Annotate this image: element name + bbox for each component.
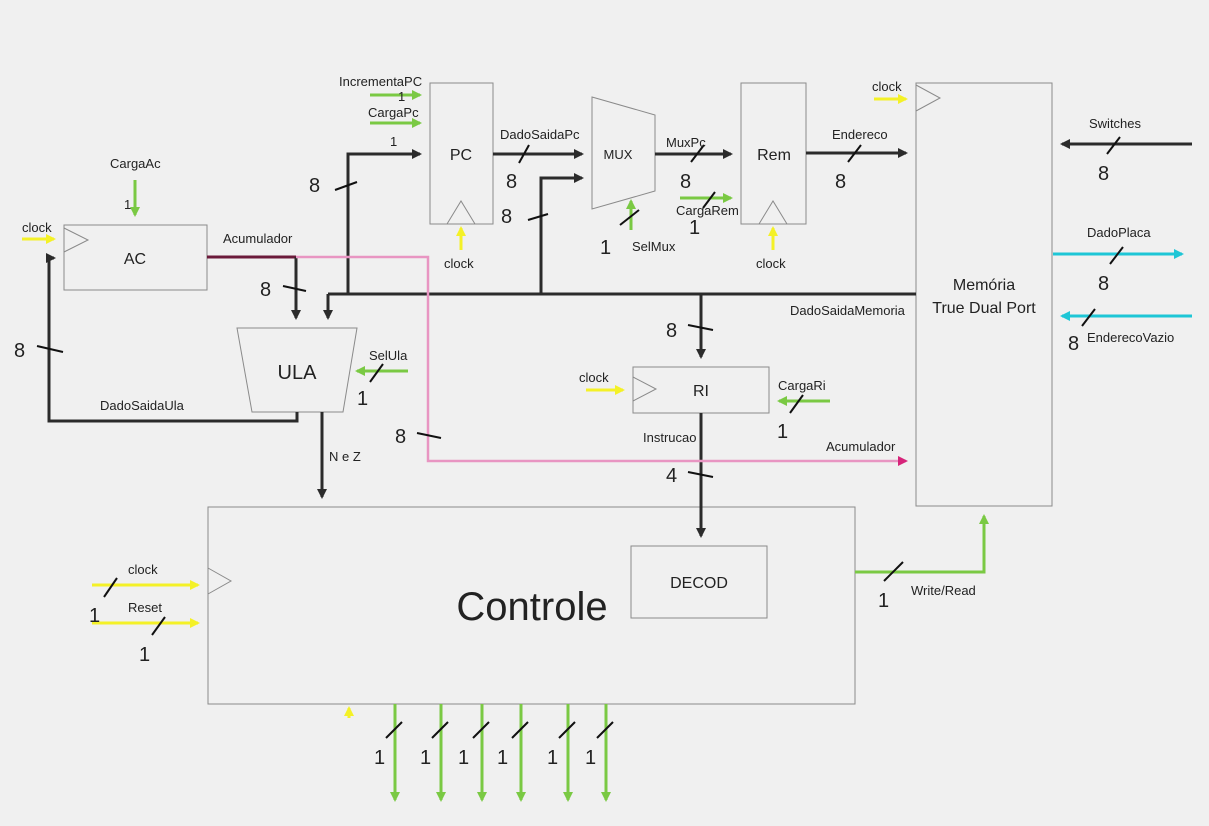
rem-label: Rem <box>757 147 791 164</box>
label-dado-placa: DadoPlaca <box>1087 225 1151 240</box>
label-clock-ri: clock <box>579 370 609 385</box>
data-buses <box>46 139 1192 538</box>
width-out-1: 1 <box>374 747 385 769</box>
width-bus-mux-out: 8 <box>680 171 691 193</box>
ri-register: RI <box>632 366 770 414</box>
ac-register: AC <box>63 224 208 291</box>
controle-block: Controle DECOD <box>207 506 856 705</box>
label-acumulador-ac: Acumulador <box>223 231 293 246</box>
ula-block: ULA <box>236 327 358 413</box>
width-endereco-vazio: 8 <box>1068 333 1079 355</box>
clock-signals <box>22 94 908 718</box>
width-out-5: 1 <box>547 747 558 769</box>
label-endereco: Endereco <box>832 127 888 142</box>
label-dado-saida-memoria: DadoSaidaMemoria <box>790 303 906 318</box>
width-carga-rem: 1 <box>689 217 700 239</box>
label-mux-pc: MuxPc <box>666 135 706 150</box>
width-out-2: 1 <box>420 747 431 769</box>
memory-label-line2: True Dual Port <box>932 300 1036 317</box>
mux-label: MUX <box>604 147 633 162</box>
label-sel-ula: SelUla <box>369 348 408 363</box>
rem-register: Rem <box>740 82 807 225</box>
width-clock-controle: 1 <box>89 605 100 627</box>
label-incrementa-pc: IncrementaPC <box>339 74 422 89</box>
label-clock-controle: clock <box>128 562 158 577</box>
label-endereco-vazio: EnderecoVazio <box>1087 330 1174 345</box>
label-switches: Switches <box>1089 116 1142 131</box>
label-instrucao: Instrucao <box>643 430 696 445</box>
label-carga-pc: CargaPc <box>368 105 419 120</box>
label-clock-ac: clock <box>22 220 52 235</box>
memory-block: Memória True Dual Port <box>915 82 1053 507</box>
width-bus-pc-in: 8 <box>309 175 320 197</box>
width-out-6: 1 <box>585 747 596 769</box>
width-incrementa-pc: 1 <box>398 89 405 104</box>
width-bus-pc-out: 8 <box>506 171 517 193</box>
width-carga-ri: 1 <box>777 421 788 443</box>
controle-label: Controle <box>456 585 607 629</box>
label-clock-memoria: clock <box>872 79 902 94</box>
width-out-4: 1 <box>497 747 508 769</box>
label-clock-pc: clock <box>444 256 474 271</box>
label-reset: Reset <box>128 600 162 615</box>
width-dado-placa: 8 <box>1098 273 1109 295</box>
pc-label: PC <box>450 147 472 164</box>
pc-register: PC <box>429 82 494 225</box>
ri-label: RI <box>693 383 709 400</box>
label-clock-rem: clock <box>756 256 786 271</box>
width-carga-pc: 1 <box>390 134 397 149</box>
decod-block <box>630 545 768 619</box>
label-carga-ri: CargaRi <box>778 378 826 393</box>
width-ticks <box>36 136 1124 739</box>
label-dado-saida-ula: DadoSaidaUla <box>100 398 185 413</box>
label-n-e-z: N e Z <box>329 449 361 464</box>
width-instrucao: 4 <box>666 465 677 487</box>
width-out-3: 1 <box>458 747 469 769</box>
width-acumulador: 8 <box>395 426 406 448</box>
label-dado-saida-pc: DadoSaidaPc <box>500 127 580 142</box>
mux-block: MUX <box>591 96 656 210</box>
label-acumulador-memoria: Acumulador <box>826 439 896 454</box>
width-sel-mux: 1 <box>600 237 611 259</box>
width-dado-saida-ula: 8 <box>14 340 25 362</box>
width-dado-saida-memoria: 8 <box>666 320 677 342</box>
label-sel-mux: SelMux <box>632 239 676 254</box>
io-signals <box>1053 249 1192 321</box>
width-sel-ula: 1 <box>357 388 368 410</box>
decod-label: DECOD <box>670 575 728 592</box>
width-reset: 1 <box>139 644 150 666</box>
memory-label-line1: Memória <box>953 277 1015 294</box>
width-write-read: 1 <box>878 590 889 612</box>
width-bus-endereco: 8 <box>835 171 846 193</box>
width-ac-ula: 8 <box>260 279 271 301</box>
signal-labels: IncrementaPC CargaPc CargaAc clock Acumu… <box>22 74 1174 615</box>
label-carga-rem: CargaRem <box>676 203 739 218</box>
width-carga-ac: 1 <box>124 197 131 212</box>
width-labels: 1 1 1 8 8 8 8 8 8 8 8 8 8 8 8 4 1 1 1 1 … <box>14 89 1109 769</box>
width-switches: 8 <box>1098 163 1109 185</box>
ula-label: ULA <box>278 362 318 384</box>
width-bus-mux-in: 8 <box>501 206 512 228</box>
label-carga-ac: CargaAc <box>110 156 161 171</box>
label-write-read: Write/Read <box>911 583 976 598</box>
acumulador-line <box>296 255 908 466</box>
ac-label: AC <box>124 251 146 268</box>
control-signals <box>130 90 989 802</box>
